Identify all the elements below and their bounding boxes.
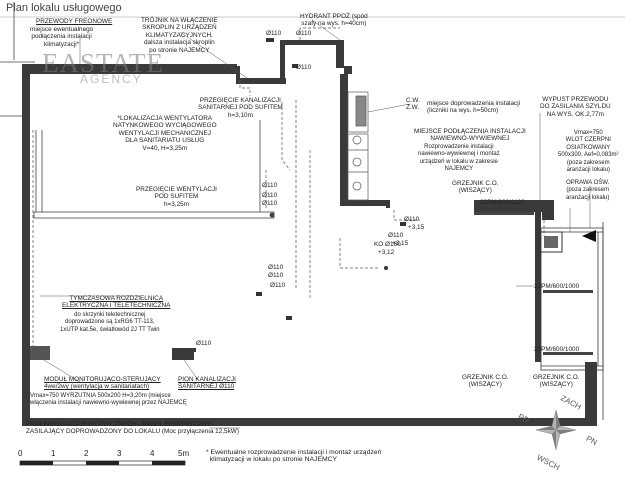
- dim-phi110-e: Ø110: [262, 192, 278, 199]
- dim-phi110-c: Ø110: [296, 64, 312, 71]
- dim-radiator-1000-a: 22PM/600/1000: [534, 283, 580, 290]
- wall-left: [22, 64, 30, 426]
- wall-right: [535, 212, 541, 362]
- wall-bottom: [22, 418, 597, 426]
- sanitary-block: [347, 91, 369, 201]
- dim-radiator-1000-b: 22PM/600/1000: [534, 346, 580, 353]
- agency-logo-sub: AGENCY: [80, 72, 143, 86]
- air-intake-unit: [539, 230, 596, 253]
- label-trojnik: TRÓJNIK NA WŁĄCZENIE SKROPLIN Z URZĄDZEŃ…: [141, 17, 218, 54]
- scale-tick-1: 1: [51, 449, 56, 458]
- footnote: * Ewentualne rozprowadzenie instalacji i…: [206, 449, 382, 464]
- label-wypust: WYPUST PRZEWODU DO ZASILANIA SZYLDU NA W…: [540, 96, 611, 118]
- dim-plus315-a: +3,15: [408, 224, 425, 231]
- wall-right-top: [474, 200, 554, 212]
- dim-phi110-b: Ø110: [296, 30, 312, 37]
- label-tymczasowa-desc: do skrzynki teletechnicznej doprowadzone…: [60, 312, 160, 333]
- dim-plus315-b: +3,15: [392, 240, 409, 247]
- dim-phi110-i: Ø110: [270, 282, 286, 289]
- radiator-bottom: [543, 352, 593, 355]
- label-ko: KO Ø160: [374, 241, 401, 248]
- dim-phi110-d: Ø110: [262, 182, 278, 189]
- label-lokalizacja-wentylatora: *LOKALIZACJA WENTYLATORA NATYNKOWEGO WYC…: [113, 115, 217, 152]
- wall-top-hydrant: [280, 40, 336, 45]
- label-hydrant: HYDRANT PPOŻ (spód szafy na wys. h=40cm): [300, 13, 368, 28]
- label-miejsce-title: MIEJSCE PODŁĄCZENIA INSTALACJI NAWIEWNO-…: [414, 128, 526, 143]
- radiator-top: [474, 212, 534, 215]
- label-miejsce-desc: Rozprowadzenie instalacji nawiewno-wywie…: [418, 144, 500, 173]
- dim-phi110-f: Ø110: [262, 200, 278, 207]
- radiator-mid: [543, 290, 593, 293]
- scale-tick-5m: 5m: [178, 449, 190, 458]
- walls: [22, 40, 597, 426]
- agency-logo: EASTATE: [42, 48, 164, 78]
- arrow-marker-icon: [582, 230, 596, 242]
- label-tymczasowa: TYMCZASOWA ROZDZIELNICA ELEKTRYCZNA I TE…: [62, 295, 171, 310]
- label-grzejnik-right: GRZEJNIK C.O. (WISZĄCY): [533, 374, 580, 389]
- wall-top-left: [22, 64, 237, 74]
- scale-tick-3: 3: [117, 449, 122, 458]
- installation-runs: [32, 27, 545, 360]
- scale-bar: [19, 460, 186, 466]
- label-modul: MODUŁ MONITORUJĄCO-STERUJĄCY 4we/2wy (we…: [44, 376, 161, 391]
- label-grzejnik-top: GRZEJNIK C.O. (WISZĄCY): [452, 180, 499, 195]
- dim-phi110-k: Ø110: [404, 216, 420, 223]
- label-cw-desc: miejsce doprowadzenia instalacji (liczni…: [427, 100, 521, 115]
- label-cw-zw: C.W. Z.W.: [406, 97, 420, 112]
- radiators: [474, 212, 593, 355]
- label-wlot-czerpni: Vmax=750 WLOT CZERPNI OSIATKOWANY 500x30…: [558, 130, 619, 174]
- label-przewody-desc: miejsce ewentualnego podłączenia instala…: [30, 26, 94, 48]
- dim-phi110-l: Ø110: [388, 232, 404, 239]
- pipe-markers: [256, 38, 406, 320]
- label-grzejnik-left: GRZEJNIK C.O. (WISZĄCY): [462, 374, 509, 389]
- label-oprawa: OPRAWA OŚW. (poza zakresem aranżacji lok…: [566, 180, 610, 201]
- label-przegiecie-kanalizacji: PRZEGIĘCIE KANALIZACJI SANITARNEJ POD SU…: [198, 97, 283, 119]
- page-title: Plan lokalu usługowego: [6, 2, 122, 14]
- wall-top-mid: [236, 78, 286, 84]
- window-right: [540, 222, 604, 420]
- scale-tick-2: 2: [84, 449, 89, 458]
- label-pion-instalacji: PION INSTALACJI ELEKTRYCZNYCH - KABEL EL…: [26, 421, 239, 436]
- wall-kitchen: [340, 74, 348, 204]
- dim-plus312: +3,12: [378, 249, 395, 256]
- dim-radiator-1120: 22PM/600/1120: [480, 199, 525, 206]
- dim-phi110-a: Ø110: [266, 30, 282, 37]
- label-modul-v: Vmax=750 WYRZUTNIA 500x200 H=3,20m (miej…: [30, 393, 187, 407]
- compass-rose: [535, 409, 577, 451]
- label-przewody-freonowe: PRZEWODY FREONOWE: [36, 18, 113, 25]
- ventilation-duct: [33, 120, 275, 219]
- label-przegiecie-wentylacji: PRZEGIĘCIE WENTYLACJI POD SUFITEM h=3,25…: [136, 186, 217, 208]
- dim-phi110-h: Ø110: [268, 272, 284, 279]
- scale-tick-4: 4: [150, 449, 155, 458]
- label-pion-kanalizacji: PION KANALIZACJI SANITARNEJ Ø110: [178, 376, 236, 391]
- leader-lines: [40, 19, 591, 429]
- dim-phi110-g: Ø110: [268, 264, 284, 271]
- dim-phi110-j: Ø110: [196, 340, 212, 347]
- scale-tick-0: 0: [18, 449, 23, 458]
